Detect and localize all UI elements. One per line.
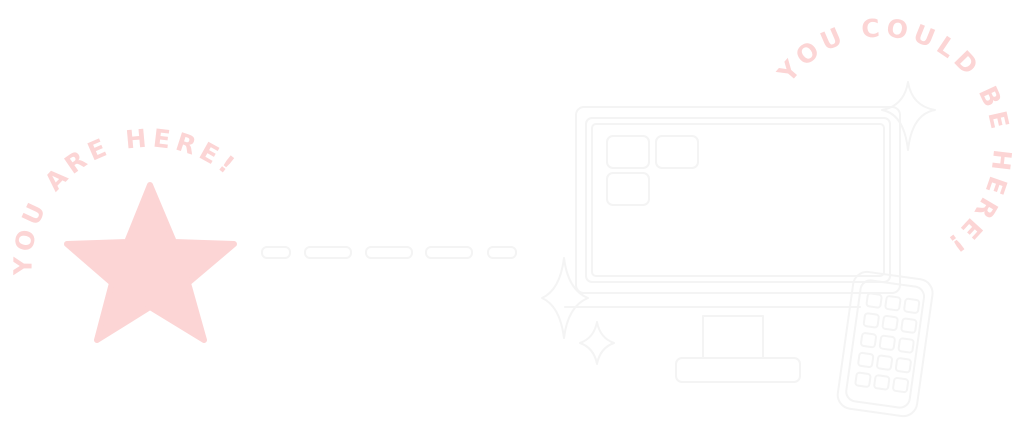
- you-could-be-here-text: YOU COULD BE HERE!: [772, 13, 1012, 261]
- you-could-be-here-label: YOU COULD BE HERE!: [772, 13, 1017, 261]
- calculator-icon: [836, 270, 934, 418]
- computer-monitor-icon: [564, 106, 901, 383]
- sparkle-icons: [541, 81, 936, 365]
- folder-icon: [606, 172, 650, 206]
- dashed-path: [261, 246, 517, 259]
- folder-icon: [655, 135, 699, 169]
- sparkle-icon: [579, 321, 615, 365]
- sparkle-icon: [881, 81, 936, 151]
- you-are-here-group: YOU ARE HERE!: [8, 123, 239, 343]
- sparkle-icon: [541, 257, 589, 339]
- folder-icon: [606, 135, 650, 169]
- star-icon: [64, 182, 237, 343]
